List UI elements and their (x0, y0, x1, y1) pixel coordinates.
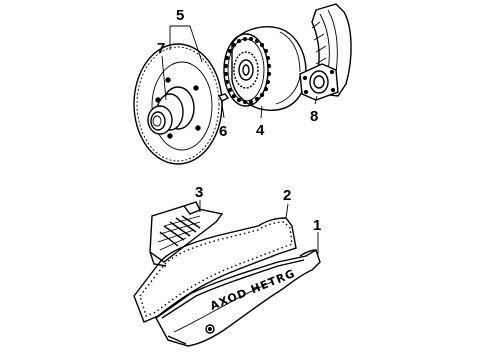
callout-5: 5 (176, 7, 184, 24)
callout-4: 4 (256, 122, 265, 139)
seal-plate (299, 63, 339, 101)
callout-3: 3 (195, 184, 203, 201)
torque-converter (223, 26, 307, 111)
leader-lines (161, 25, 319, 254)
callout-7: 7 (157, 40, 165, 57)
callout-2: 2 (283, 187, 291, 204)
transmission-filter (149, 201, 224, 267)
flexplate-hub (147, 86, 195, 135)
callout-1: 1 (313, 217, 321, 234)
oil-pan (155, 248, 321, 347)
pan-gasket (133, 217, 297, 323)
bolt (217, 93, 230, 104)
callout-8: 8 (310, 108, 318, 125)
callout-6: 6 (219, 123, 227, 140)
flexplate (133, 43, 223, 165)
